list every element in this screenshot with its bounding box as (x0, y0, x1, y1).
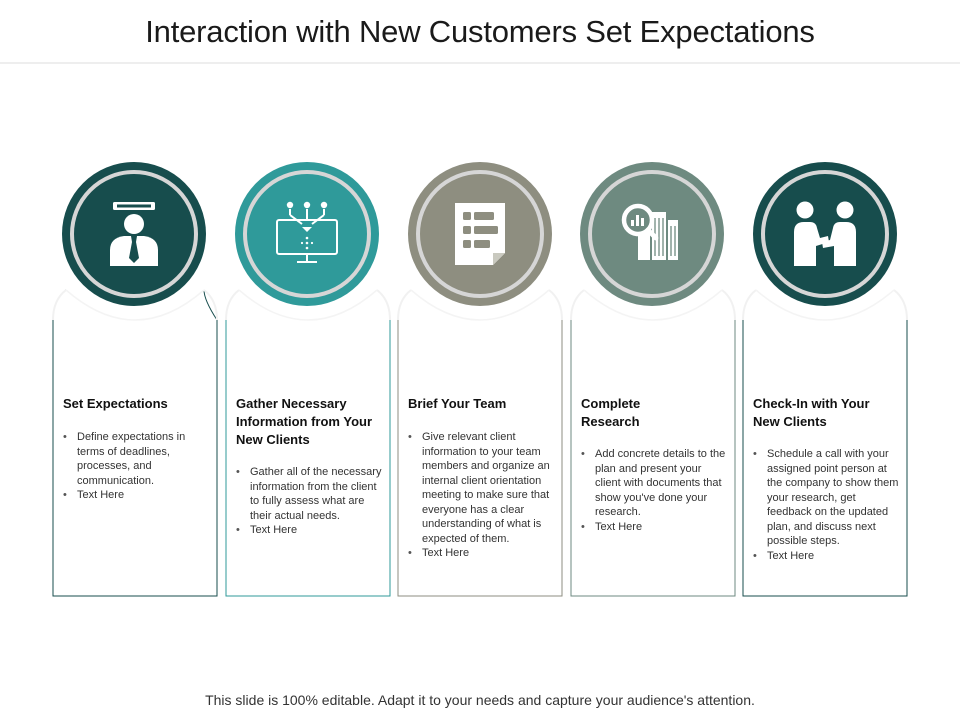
circle-ring (243, 170, 371, 298)
circle-badge-brief-team (408, 162, 552, 306)
circle-ring (761, 170, 889, 298)
card-title: Complete Research (581, 396, 641, 429)
bullet-item: Text Here (236, 523, 382, 538)
bullet-item: Schedule a call with your assigned point… (753, 447, 899, 549)
document-list-icon (455, 203, 505, 265)
bullet-item: Define expectations in terms of deadline… (63, 430, 209, 488)
bullet-item: Gather all of the necessary information … (236, 465, 382, 523)
bullet-item: Text Here (408, 546, 554, 561)
businessman-icon (110, 202, 158, 266)
bullet-list: Gather all of the necessary information … (236, 465, 382, 538)
page-title: Interaction with New Customers Set Expec… (145, 14, 815, 49)
card-gather-information: Gather Necessary Information from Your N… (225, 289, 391, 597)
bullet-item: Give relevant client information to your… (408, 430, 554, 546)
bullet-list: Add concrete details to the plan and pre… (581, 447, 727, 534)
card-frame (225, 289, 391, 597)
card-frame (570, 289, 736, 597)
circle-ring (70, 170, 198, 298)
research-magnifier-icon (621, 203, 678, 260)
circle-badge-set-expectations (62, 162, 206, 306)
circle-badge-complete-research (580, 162, 724, 306)
card-frame (52, 289, 218, 597)
bullet-item: Text Here (581, 520, 727, 535)
bullet-list: Schedule a call with your assigned point… (753, 447, 899, 563)
card-frame (397, 289, 563, 597)
circle-ring (416, 170, 544, 298)
bullet-item: Text Here (63, 488, 209, 503)
card-complete-research: Complete Research Add concrete details t… (570, 289, 736, 597)
monitor-network-icon (276, 201, 338, 263)
card-title: Gather Necessary Information from Your N… (236, 396, 373, 447)
bullet-list: Give relevant client information to your… (408, 430, 554, 561)
card-check-in: Check-In with Your New Clients Schedule … (742, 289, 908, 597)
footer-note: This slide is 100% editable. Adapt it to… (205, 692, 755, 708)
bullet-item: Text Here (753, 549, 899, 564)
card-set-expectations: Set Expectations Define expectations in … (52, 289, 218, 597)
card-frame (742, 289, 908, 597)
circle-badge-check-in (753, 162, 897, 306)
card-title: Check-In with Your New Clients (753, 396, 870, 429)
title-divider (0, 62, 960, 64)
card-title: Set Expectations (63, 396, 168, 411)
card-brief-team: Brief Your Team Give relevant client inf… (397, 289, 563, 597)
bullet-list: Define expectations in terms of deadline… (63, 430, 209, 503)
circle-badge-gather-information (235, 162, 379, 306)
circle-ring (588, 170, 716, 298)
handshake-icon (794, 201, 856, 266)
bullet-item: Add concrete details to the plan and pre… (581, 447, 727, 520)
card-title: Brief Your Team (408, 396, 507, 411)
